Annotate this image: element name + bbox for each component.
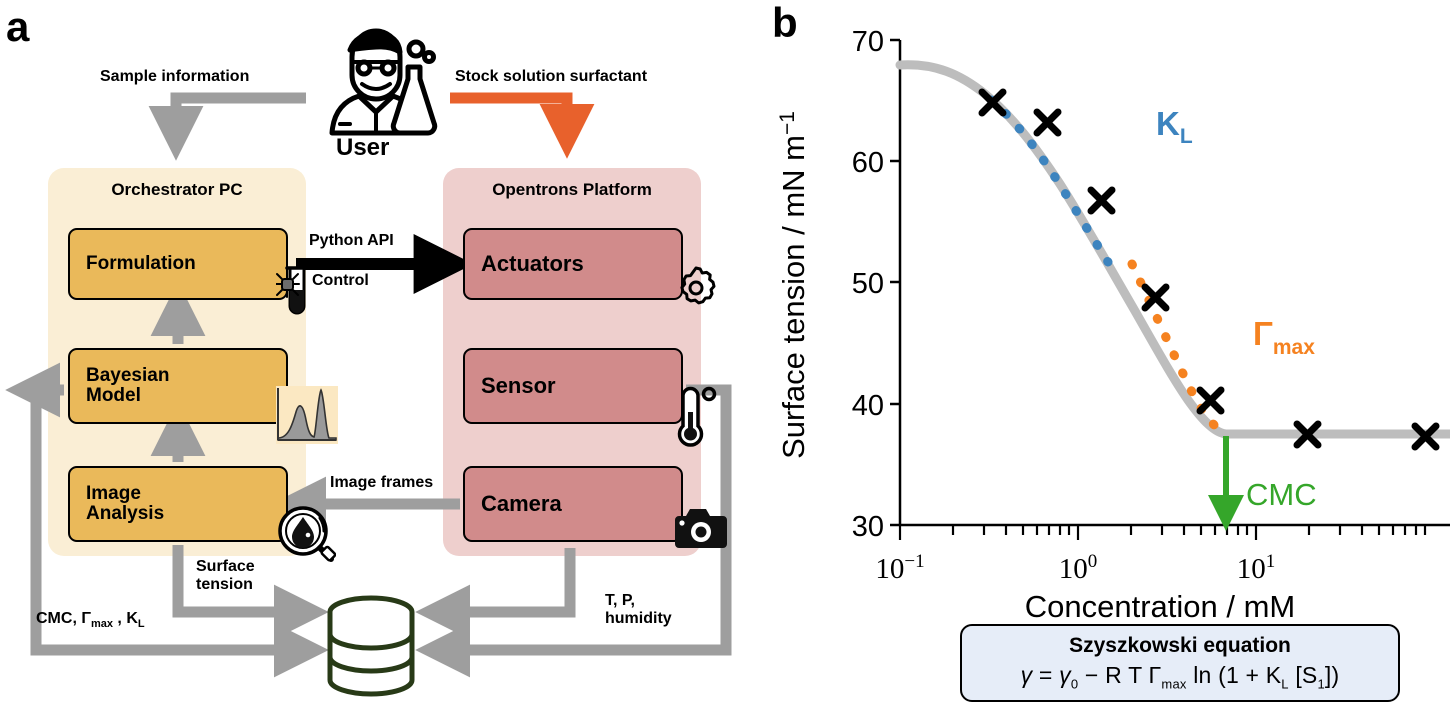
cmc-annotation-label: CMC	[1246, 477, 1317, 512]
database-icon	[327, 595, 415, 697]
node-label-image-line1: Image	[86, 483, 141, 505]
gamma-max-annotation-label: Γmax	[1253, 315, 1315, 359]
equation-gamma0-sub: 0	[1070, 676, 1079, 692]
group-title-orchestrator: Orchestrator PC	[111, 180, 243, 199]
equation-ln-open: ln (1 +	[1193, 662, 1260, 689]
group-title-opentrons: Opentrons Platform	[492, 180, 652, 199]
data-point	[1087, 186, 1116, 215]
node-label-camera: Camera	[481, 491, 562, 517]
flow-label-outputs-sub-l: L	[137, 618, 145, 631]
kl-annotation-label: KL	[1156, 105, 1193, 148]
surface-tension-chart: 30 40 50 60 70 10−1 100 101 Concentration …	[760, 0, 1450, 714]
node-label-image-line2: Analysis	[86, 503, 165, 524]
szyszkowski-equation-box: Szyszkowski equation γ = γ0 − R T Γmax l…	[960, 624, 1400, 702]
svg-text:101: 101	[1237, 551, 1276, 585]
flow-label-surface-line1: Surface	[196, 558, 255, 575]
flow-label-image-frames: Image frames	[330, 474, 434, 491]
equation-equals: =	[1038, 662, 1053, 689]
svg-text:50: 50	[852, 268, 884, 300]
node-formulation[interactable]: Formulation	[68, 228, 309, 315]
equation-kl: K	[1265, 662, 1282, 689]
chart-canvas: 30 40 50 60 70 10−1 100 101 Concentration …	[776, 26, 1450, 624]
flow-label-control: Control	[312, 272, 369, 289]
flow-label-surface-line2: tension	[196, 576, 253, 594]
svg-text:60: 60	[852, 147, 884, 179]
flow-label-sensor-outputs: T, P, humidity	[605, 592, 672, 629]
data-point	[1411, 422, 1440, 451]
user-label: User	[336, 134, 390, 161]
node-camera[interactable]: Camera	[463, 466, 727, 548]
data-point	[1196, 386, 1225, 415]
x-axis-title: Concentration / mM	[1025, 589, 1296, 624]
node-label-sensor: Sensor	[481, 373, 556, 399]
flow-label-sensor-line2: humidity	[605, 610, 672, 628]
y-axis-ticks	[890, 38, 900, 527]
data-point	[1141, 283, 1170, 312]
x-axis-ticks	[898, 525, 1427, 540]
data-point-markers	[978, 88, 1440, 451]
equation-s1-close: ])	[1324, 662, 1340, 689]
equation-s1-open: [S	[1295, 662, 1318, 689]
equation-body: γ = γ0 − R T Γmax ln (1 + KL [S1])	[1021, 662, 1340, 692]
equation-gamma-max-sub: max	[1161, 676, 1187, 692]
flow-label-model-outputs: CMC, Γmax , KL	[36, 610, 145, 631]
x-axis-tick-labels: 10−1 100 101	[875, 551, 1275, 585]
data-point	[978, 88, 1007, 117]
flow-label-python-api: Python API	[309, 232, 394, 249]
node-label-bayesian: Bayesian Model	[70, 366, 169, 406]
node-sensor[interactable]: Sensor	[463, 348, 717, 447]
gamma-max-tangent-line	[1127, 259, 1231, 439]
flow-label-outputs-prefix: CMC, Γ	[36, 610, 91, 627]
node-label-actuators: Actuators	[481, 251, 584, 277]
node-actuators[interactable]: Actuators	[463, 228, 716, 305]
flow-label-stock-solution: Stock solution surfactant	[455, 68, 648, 85]
node-label-image-analysis: Image Analysis	[70, 484, 164, 524]
workflow-diagram: Orchestrator PC Opentrons Platform	[5, 28, 732, 697]
y-axis-title: Surface tension / mN m−1	[776, 111, 811, 459]
node-bayesian-model[interactable]: Bayesian Model	[68, 348, 338, 444]
data-point	[1033, 108, 1062, 137]
data-point	[1293, 420, 1322, 449]
equation-kl-sub: L	[1281, 676, 1289, 692]
svg-text:10−1: 10−1	[875, 551, 924, 585]
y-axis-tick-labels: 30 40 50 60 70	[852, 26, 884, 543]
equation-gamma: γ	[1020, 662, 1033, 689]
equation-rt: R T	[1105, 662, 1142, 689]
equation-gamma0: γ	[1059, 662, 1071, 689]
svg-text:40: 40	[852, 390, 884, 422]
node-label-bayesian-line1: Bayesian	[86, 365, 170, 387]
user-scientist-icon	[329, 28, 438, 136]
flow-label-outputs-mid: , K	[112, 610, 138, 627]
node-label-bayesian-line2: Model	[86, 385, 141, 406]
equation-minus: −	[1084, 662, 1099, 689]
flow-label-outputs-sub-max: max	[90, 618, 113, 631]
node-label-formulation: Formulation	[86, 253, 196, 275]
panel-label-a: a	[6, 3, 30, 50]
equation-gamma-max: Γ	[1148, 662, 1162, 689]
equation-title: Szyszkowski equation	[1069, 634, 1291, 658]
panel-label-b: b	[772, 0, 798, 46]
equation-s1-sub: 1	[1317, 676, 1325, 692]
flow-label-surface-tension: Surface tension	[196, 558, 255, 595]
flow-label-sensor-line1: T, P,	[605, 592, 635, 609]
svg-text:100: 100	[1059, 551, 1098, 585]
flow-label-sample-information: Sample information	[100, 68, 250, 85]
svg-text:70: 70	[852, 26, 884, 58]
svg-text:30: 30	[852, 511, 884, 543]
node-image-analysis[interactable]: Image Analysis	[68, 466, 336, 562]
